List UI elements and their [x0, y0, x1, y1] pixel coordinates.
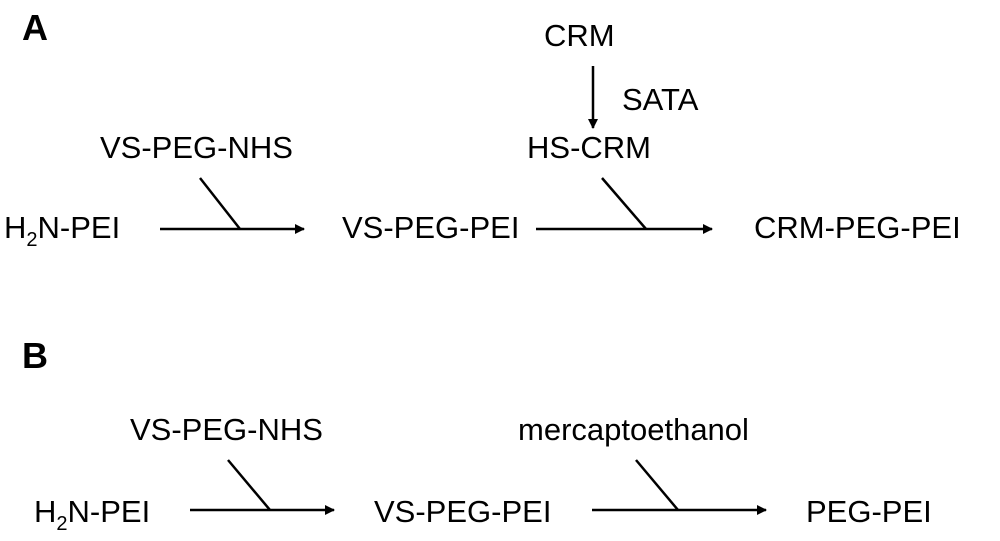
panel-b-reagent2: mercaptoethanol [518, 412, 749, 447]
panel-b-product: PEG-PEI [806, 494, 932, 529]
panel-a-start: H2N-PEI [4, 210, 121, 251]
panel-b-letter: B [22, 335, 48, 376]
panel-a-arrow-2 [536, 177, 713, 234]
panel-b-arrow-1 [190, 459, 335, 515]
panel-b-start: H2N-PEI [34, 494, 151, 535]
panel-a-product: CRM-PEG-PEI [754, 210, 961, 245]
panel-a-activator: SATA [622, 82, 699, 117]
panel-a-top-reagent: CRM [544, 18, 615, 53]
panel-a-arrow-1 [160, 177, 305, 234]
panel-a-letter: A [22, 7, 48, 48]
panel-b-arrow-2 [592, 459, 767, 515]
panel-a-reagent1: VS-PEG-NHS [100, 130, 293, 165]
panel-b-reagent1: VS-PEG-NHS [130, 412, 323, 447]
panel-a-reagent2: HS-CRM [527, 130, 651, 165]
panel-b-intermediate: VS-PEG-PEI [374, 494, 552, 529]
panel-a-intermediate: VS-PEG-PEI [342, 210, 520, 245]
